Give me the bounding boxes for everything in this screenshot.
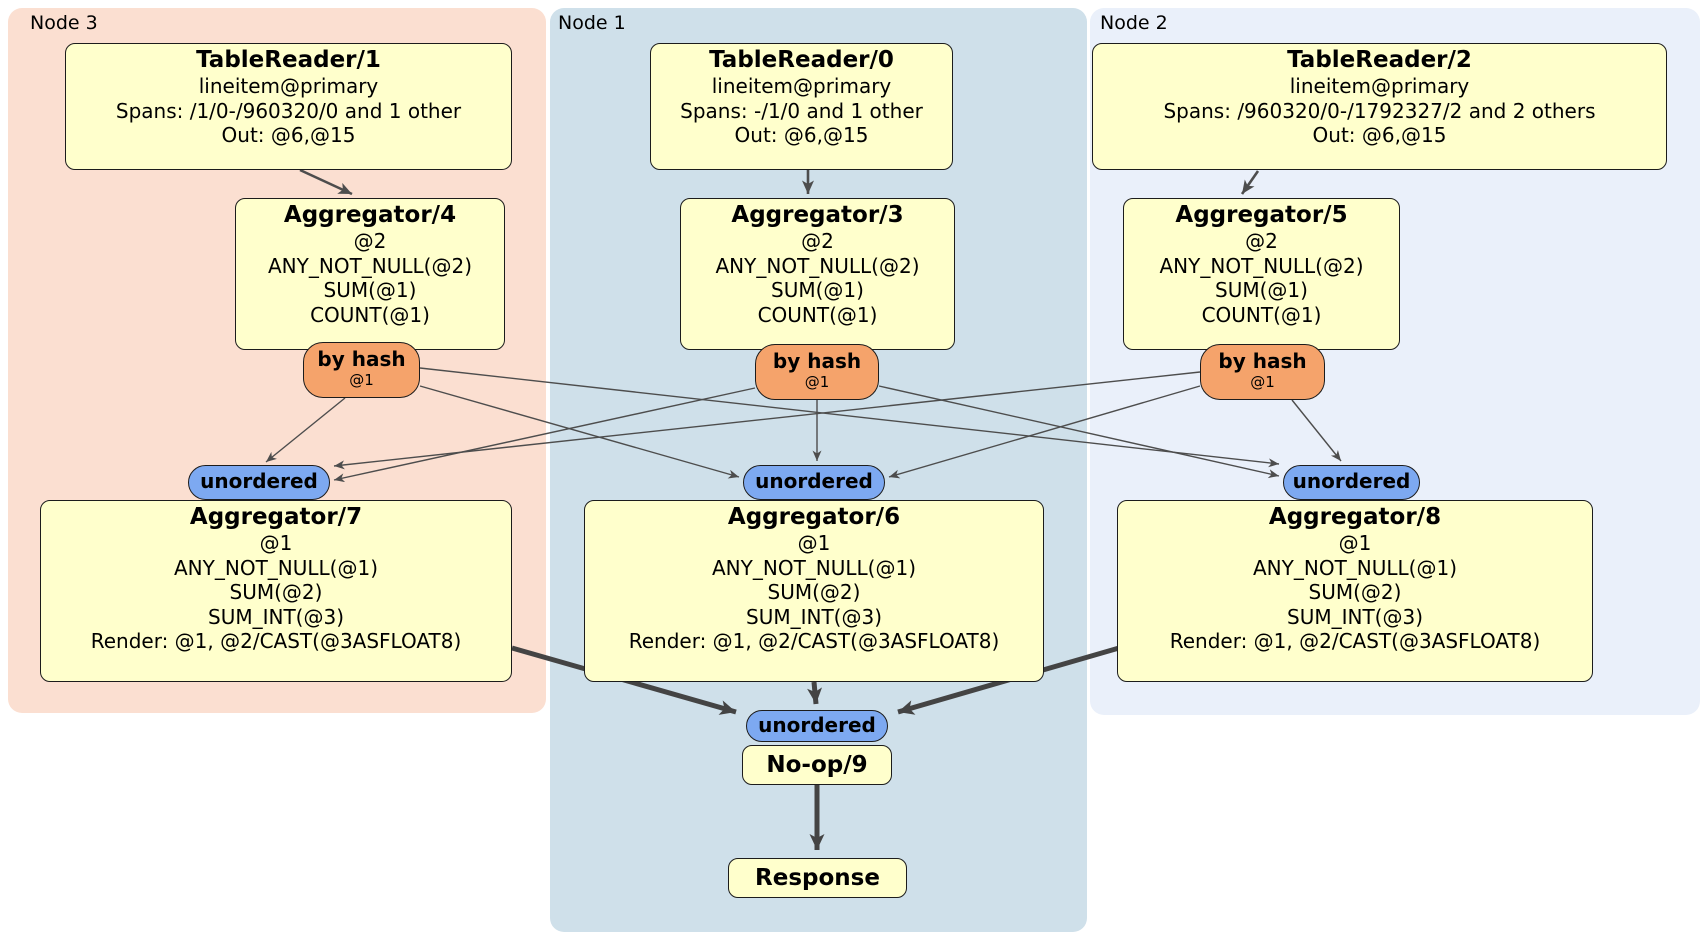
processor-title: TableReader/1 [196, 47, 381, 73]
processor-line: SUM(@1) [323, 278, 417, 302]
edge-byhash1-sync3 [333, 387, 756, 483]
router-label: by hash [772, 349, 862, 373]
processor-line: @2 [353, 229, 387, 253]
processor-title: TableReader/2 [1287, 47, 1472, 73]
processor-line: lineitem@primary [711, 74, 892, 98]
processor-line: Out: @6,@15 [1312, 123, 1447, 147]
sync-unordered-final: unordered [746, 710, 888, 742]
processor-title: Aggregator/6 [727, 504, 901, 530]
edge-byhash3-sync3 [265, 397, 346, 463]
region-label-node2: Node 2 [1100, 12, 1168, 34]
processor-line: ANY_NOT_NULL(@1) [174, 555, 378, 580]
processor-title: Aggregator/5 [1175, 202, 1348, 228]
processor-line: Render: @1, @2/CAST(@3ASFLOAT8) [1169, 629, 1541, 653]
sync-unordered-node3: unordered [188, 465, 330, 500]
processor-line: ANY_NOT_NULL(@1) [712, 555, 916, 580]
edge-byhash3-sync2 [419, 367, 1280, 468]
processor-aggregator-3: Aggregator/3 @2 ANY_NOT_NULL(@2) SUM(@1)… [680, 198, 955, 350]
processor-aggregator-5: Aggregator/5 @2 ANY_NOT_NULL(@2) SUM(@1)… [1123, 198, 1400, 350]
processor-aggregator-6: Aggregator/6 @1 ANY_NOT_NULL(@1) SUM(@2)… [584, 500, 1044, 682]
processor-aggregator-4: Aggregator/4 @2 ANY_NOT_NULL(@2) SUM(@1)… [235, 198, 505, 350]
router-by-hash-node2: by hash @1 [1200, 344, 1325, 400]
processor-line: SUM_INT(@3) [208, 604, 344, 629]
processor-line: ANY_NOT_NULL(@1) [1253, 555, 1457, 580]
processor-line: SUM(@2) [229, 580, 323, 604]
processor-line: SUM_INT(@3) [1287, 604, 1423, 629]
processor-line: @1 [797, 531, 831, 555]
processor-line: SUM(@1) [1215, 278, 1308, 302]
router-by-hash-node3: by hash @1 [303, 342, 420, 398]
processor-line: Spans: /960320/0-/1792327/2 and 2 others [1163, 98, 1596, 123]
edge-tr2-agg5 [1240, 170, 1260, 195]
router-by-hash-node1: by hash @1 [755, 344, 879, 400]
processor-title: No-op/9 [766, 752, 868, 778]
processor-line: SUM(@2) [767, 580, 861, 604]
processor-tablereader-1: TableReader/1 lineitem@primary Spans: /1… [65, 43, 512, 170]
router-label: by hash [317, 347, 406, 371]
edge-byhash2-sync2 [1291, 399, 1342, 462]
edge-group-tablereader-to-aggregator [299, 168, 1260, 196]
edge-group-router-to-sync [265, 367, 1342, 483]
edge-byhash2-sync1 [888, 385, 1201, 479]
processor-title: Aggregator/7 [189, 504, 363, 530]
processor-line: COUNT(@1) [310, 302, 430, 327]
edge-tr1-agg4 [299, 168, 353, 196]
processor-line: Render: @1, @2/CAST(@3ASFLOAT8) [90, 629, 462, 653]
processor-aggregator-7: Aggregator/7 @1 ANY_NOT_NULL(@1) SUM(@2)… [40, 500, 512, 682]
processor-line: @1 [1338, 531, 1372, 555]
router-label: by hash [1218, 349, 1307, 373]
sync-unordered-node1: unordered [743, 465, 885, 500]
processor-noop-9: No-op/9 [742, 745, 892, 785]
processor-line: Out: @6,@15 [734, 123, 869, 147]
processor-tablereader-0: TableReader/0 lineitem@primary Spans: -/… [650, 43, 953, 170]
processor-tablereader-2: TableReader/2 lineitem@primary Spans: /9… [1092, 43, 1667, 170]
processor-line: ANY_NOT_NULL(@2) [1159, 253, 1364, 278]
processor-line: @2 [1245, 229, 1278, 253]
processor-line: Spans: /1/0-/960320/0 and 1 other [115, 98, 462, 123]
sync-unordered-node2: unordered [1283, 465, 1420, 500]
edge-byhash1-sync2 [878, 385, 1280, 479]
processor-line: lineitem@primary [198, 74, 379, 98]
router-detail: @1 [349, 371, 374, 389]
processor-aggregator-8: Aggregator/8 @1 ANY_NOT_NULL(@1) SUM(@2)… [1117, 500, 1593, 682]
router-detail: @1 [1250, 373, 1275, 391]
edge-agg6-finalsync [807, 681, 823, 705]
processor-response: Response [728, 858, 907, 898]
processor-title: Aggregator/3 [731, 202, 904, 228]
processor-line: SUM_INT(@3) [746, 604, 882, 629]
processor-line: @1 [259, 531, 293, 555]
processor-line: Spans: -/1/0 and 1 other [680, 98, 923, 123]
processor-line: COUNT(@1) [757, 302, 878, 327]
processor-title: TableReader/0 [709, 47, 894, 73]
processor-line: ANY_NOT_NULL(@2) [715, 253, 920, 278]
processor-line: SUM(@2) [1308, 580, 1402, 604]
processor-title: Aggregator/8 [1268, 504, 1442, 530]
region-label-node1: Node 1 [558, 12, 626, 34]
processor-line: @2 [801, 229, 834, 253]
edge-byhash2-sync3 [333, 371, 1201, 470]
edge-byhash3-sync1 [419, 385, 740, 479]
processor-title: Aggregator/4 [283, 202, 457, 228]
processor-title: Response [755, 865, 880, 891]
region-label-node3: Node 3 [30, 12, 98, 34]
processor-line: ANY_NOT_NULL(@2) [268, 253, 472, 278]
router-detail: @1 [804, 373, 830, 391]
processor-line: Out: @6,@15 [221, 123, 356, 147]
processor-line: lineitem@primary [1289, 74, 1470, 98]
processor-line: SUM(@1) [771, 278, 864, 302]
processor-line: Render: @1, @2/CAST(@3ASFLOAT8) [628, 629, 1000, 653]
processor-line: COUNT(@1) [1201, 302, 1322, 327]
